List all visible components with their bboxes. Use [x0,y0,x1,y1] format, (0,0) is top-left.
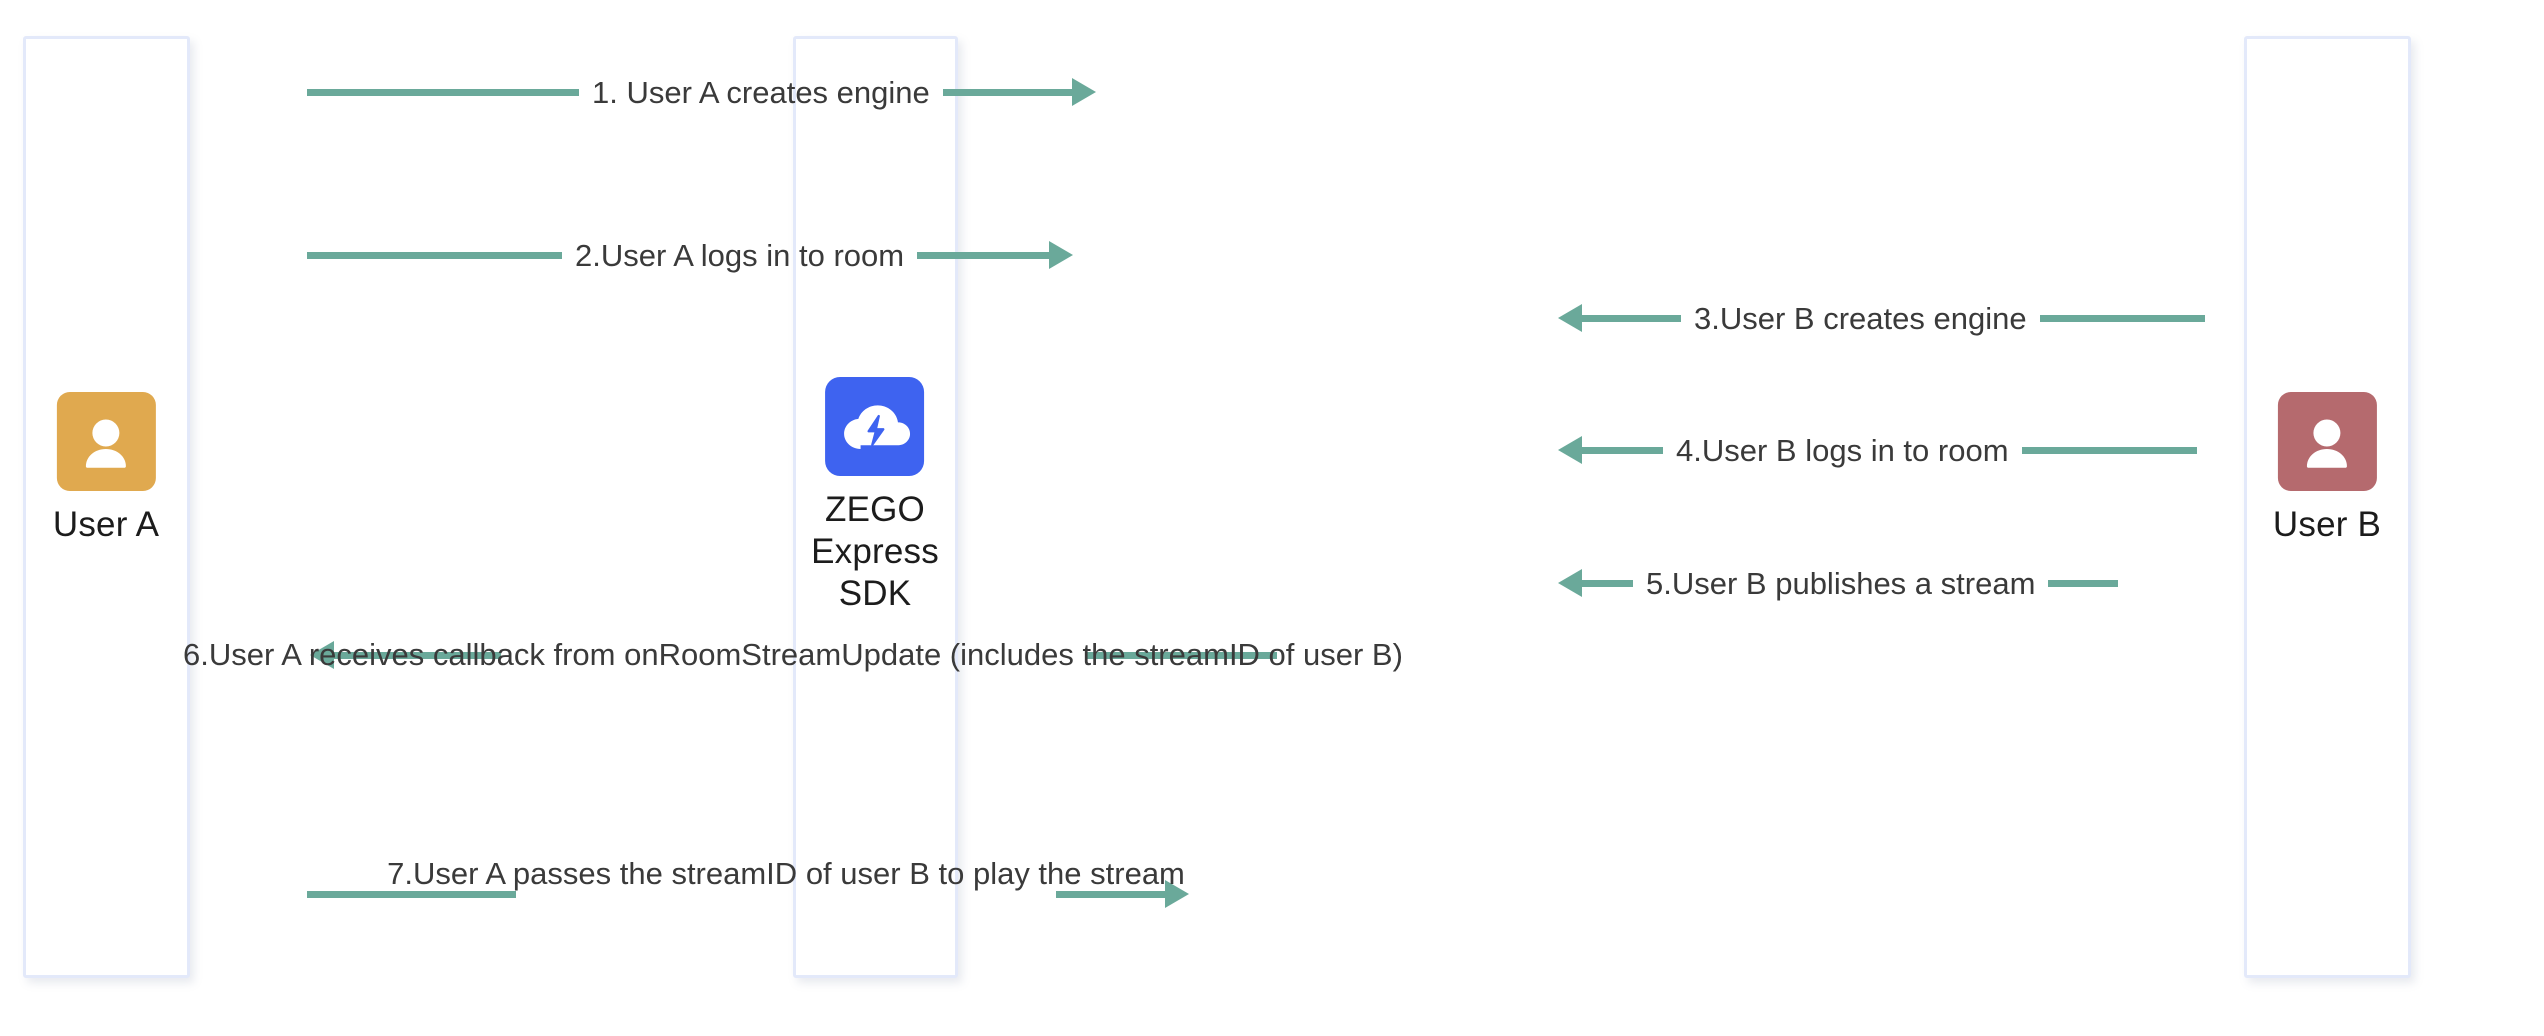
arrow-line [307,890,516,898]
step-3-label: 3.User B creates engine [1681,298,2040,339]
cloud-lightning-icon [825,377,925,476]
step-6-label: 6.User A receives callback from onRoomSt… [183,634,1403,675]
arrowhead-left-icon [1558,569,1582,597]
arrowhead-right-icon [1165,880,1189,908]
label-line: onRoomStreamUpdate (includes [624,637,1074,672]
arrow-line [917,251,1051,259]
arrow-line [2039,314,2205,322]
arrow-line [942,88,1073,96]
arrow-line [307,251,562,259]
arrowhead-right-icon [1071,78,1096,106]
actor-zego-sdk: ZEGO Express SDK [811,377,939,615]
caption-line: User A [52,505,160,544]
arrow-line [1581,314,1681,322]
label-line: 1. User A creates engine [592,74,930,110]
arrow-line [2021,446,2197,454]
label-line: 6.User A receives callback from [183,637,616,672]
step-1-label: 1. User A creates engine [579,72,943,113]
caption-line: User B [2272,505,2382,544]
arrow-line [1581,579,1633,587]
arrowhead-left-icon [1558,436,1582,464]
actor-user-b: User B [2273,392,2381,546]
arrow-line [2048,579,2119,587]
arrow-line [1085,651,1277,659]
caption-line: Express [811,532,939,571]
arrowhead-left-icon [1558,304,1582,332]
lane-user-b [2244,36,2411,978]
label-line: 7.User A passes the streamID [387,856,798,891]
person-icon [56,392,156,491]
label-line: the streamID of user B) [1082,637,1403,672]
actor-user-a: User A [53,392,159,546]
arrowhead-right-icon [1049,241,1074,269]
actor-caption-user-a: User A [53,504,159,546]
step-2-label: 2.User A logs in to room [562,235,917,276]
lane-zego-sdk [793,36,958,978]
caption-line: ZEGO [825,490,925,529]
label-line: 3.User B creates engine [1694,300,2027,336]
label-line: 2.User A logs in to room [575,237,905,273]
arrow-line [1056,890,1166,898]
arrowhead-left-icon [310,641,334,669]
step-4-label: 4.User B logs in to room [1663,430,2022,471]
person-icon [2277,392,2377,491]
arrow-line [307,88,579,96]
arrow-line [1581,446,1663,454]
arrow-line [333,651,501,659]
lane-user-a [23,36,190,978]
caption-line: SDK [838,574,912,613]
label-line: 5.User B publishes a stream [1646,565,2036,601]
actor-caption-user-b: User B [2273,504,2381,546]
step-5-label: 5.User B publishes a stream [1633,563,2048,604]
actor-caption-zego-sdk: ZEGO Express SDK [811,489,939,615]
label-line: of user B to play the stream [805,856,1185,891]
step-7-label: 7.User A passes the streamID of user B t… [387,853,1185,894]
label-line: 4.User B logs in to room [1676,432,2009,468]
